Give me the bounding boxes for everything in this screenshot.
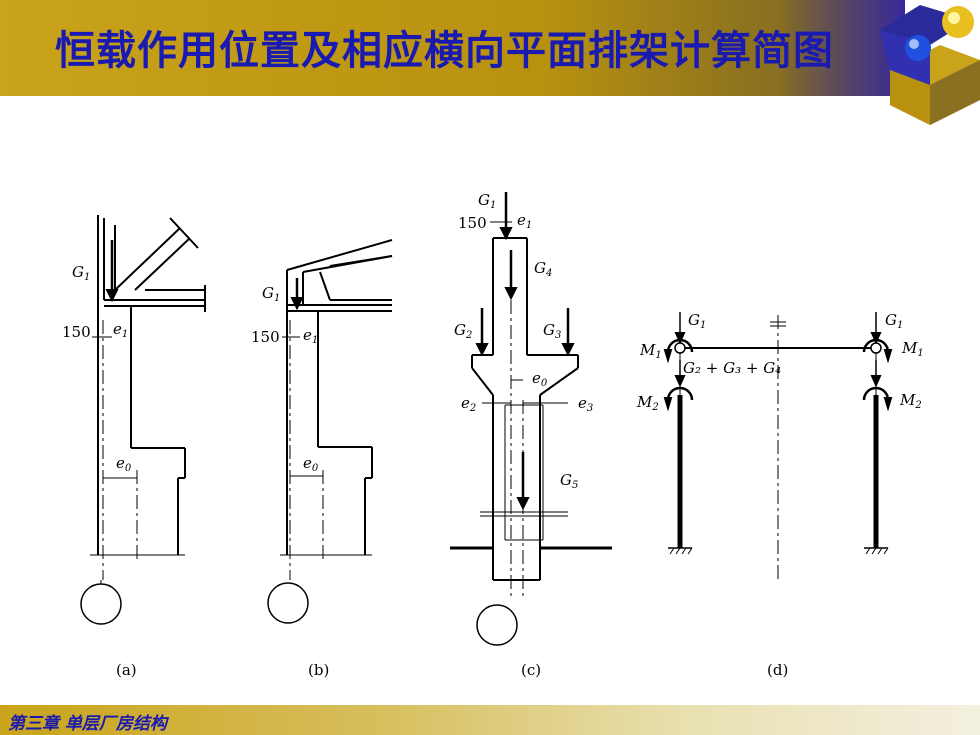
svg-text:e1: e1 <box>303 326 318 346</box>
svg-text:(b): (b) <box>308 661 329 679</box>
svg-text:M1: M1 <box>901 339 924 359</box>
svg-text:e0: e0 <box>116 454 132 474</box>
svg-text:M1: M1 <box>639 341 662 361</box>
labels-d: G1 G1 M1 M1 G₂ + G₃ + G₄ M2 M2 (d) <box>636 311 924 679</box>
svg-text:e3: e3 <box>578 394 593 414</box>
svg-text:150: 150 <box>62 323 91 341</box>
svg-text:e2: e2 <box>461 394 476 414</box>
svg-text:(c): (c) <box>521 661 541 679</box>
svg-text:G1: G1 <box>478 191 496 211</box>
labels-b: G1 150 e1 e0 (b) <box>251 284 329 679</box>
svg-text:e0: e0 <box>532 369 548 389</box>
page-title: 恒载作用位置及相应横向平面排架计算简图 <box>55 28 834 74</box>
footer-bar: 第三章 单层厂房结构 <box>0 705 980 735</box>
diagram-b <box>267 239 393 624</box>
svg-text:e0: e0 <box>303 454 319 474</box>
svg-text:G2: G2 <box>454 321 472 341</box>
diagram-c <box>450 192 612 646</box>
svg-text:M2: M2 <box>636 393 659 413</box>
chapter-label: 第三章 单层厂房结构 <box>8 714 167 734</box>
svg-text:G5: G5 <box>560 471 578 491</box>
svg-text:G1: G1 <box>688 311 706 331</box>
title-bar-gradient <box>780 0 905 96</box>
svg-text:G1: G1 <box>72 263 90 283</box>
svg-text:G₂ + G₃ + G₄: G₂ + G₃ + G₄ <box>683 359 781 377</box>
svg-text:150: 150 <box>458 214 487 232</box>
svg-text:G3: G3 <box>543 321 561 341</box>
title-bar <box>0 0 905 96</box>
labels-c: G1 150 e1 G4 G2 G3 e0 e2 e3 G5 (c) <box>454 191 593 679</box>
decorative-cube-logo-icon <box>880 5 980 125</box>
svg-text:e1: e1 <box>113 320 128 340</box>
svg-text:150: 150 <box>251 328 280 346</box>
structural-diagram: G1 150 e1 e0 (a) <box>62 191 924 679</box>
labels-a: G1 150 e1 e0 (a) <box>62 263 137 679</box>
svg-text:(d): (d) <box>767 661 788 679</box>
svg-text:G1: G1 <box>885 311 903 331</box>
svg-text:e1: e1 <box>517 211 532 231</box>
svg-text:G4: G4 <box>534 259 552 279</box>
svg-text:M2: M2 <box>899 391 922 411</box>
svg-text:(a): (a) <box>116 661 137 679</box>
diagram-d <box>663 312 893 580</box>
diagram-a <box>80 215 206 625</box>
svg-text:G1: G1 <box>262 284 280 304</box>
